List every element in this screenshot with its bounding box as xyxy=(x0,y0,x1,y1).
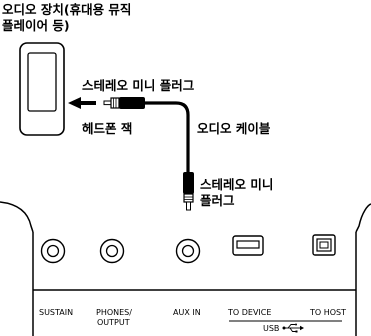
mini-plug-top xyxy=(103,97,145,109)
usb-symbol-icon xyxy=(282,323,304,333)
headphone-jack-label: 헤드폰 잭 xyxy=(82,121,132,136)
sustain-label: SUSTAIN xyxy=(39,308,73,317)
phones-output-jack xyxy=(99,238,125,264)
arrow-left-icon xyxy=(68,97,96,109)
mini-plug-icon xyxy=(183,172,194,211)
audio-device-label-line2: 플레이어 등) xyxy=(2,18,70,33)
music-player-icon xyxy=(19,42,65,136)
rear-panel xyxy=(0,201,371,336)
to-device-label: TO DEVICE xyxy=(227,308,271,317)
aux-in-label: AUX IN xyxy=(173,308,201,317)
usb-to-device-port xyxy=(232,235,264,256)
audio-cable xyxy=(145,101,190,172)
aux-in-jack xyxy=(175,238,201,264)
usb-label: USB xyxy=(263,324,279,333)
to-host-label: TO HOST xyxy=(309,308,346,317)
sustain-jack xyxy=(40,238,66,264)
audio-device-label-line1: 오디오 장치(휴대용 뮤직 xyxy=(2,2,131,17)
phones-label-line2: OUTPUT xyxy=(97,318,130,327)
stereo-mini-plug-bottom-label-line2: 플러그 xyxy=(200,193,235,208)
stereo-mini-plug-bottom-label-line1: 스테레오 미니 xyxy=(200,177,273,192)
phones-label-line1: PHONES/ xyxy=(96,308,132,317)
stereo-mini-plug-top-label: 스테레오 미니 플러그 xyxy=(82,78,195,93)
usb-to-host-port xyxy=(312,234,336,256)
audio-cable-label: 오디오 케이블 xyxy=(197,121,271,136)
